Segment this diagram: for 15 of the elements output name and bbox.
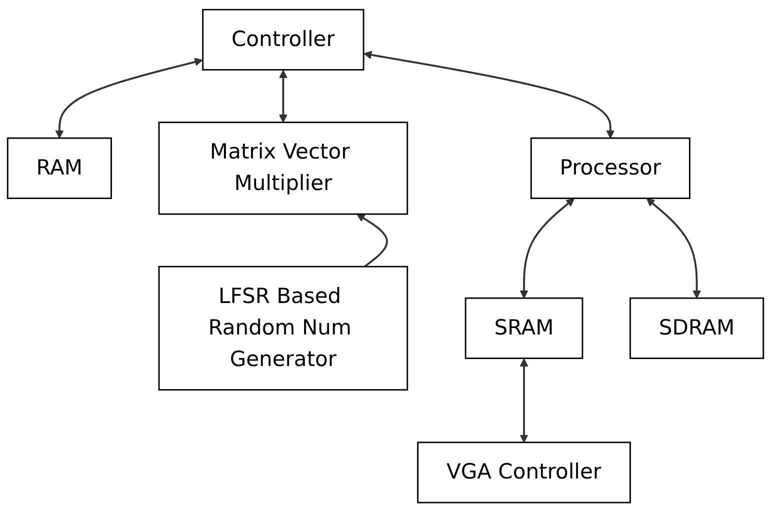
arrow (364, 51, 615, 139)
node-box: RAM (6, 138, 112, 200)
node-box: SDRAM (630, 298, 764, 360)
arrow (55, 58, 203, 139)
node-box: LFSR Based Random Num Generator (158, 266, 408, 391)
node-box: Processor (530, 138, 690, 200)
node-box: SRAM (464, 298, 584, 360)
node-box: VGA Controller (417, 442, 631, 504)
node-box: Controller (202, 9, 364, 71)
arrow (646, 198, 701, 299)
arrow (520, 198, 574, 299)
arrow (520, 358, 528, 444)
arrow (279, 70, 288, 124)
arrow (356, 214, 388, 268)
node-box: Matrix Vector Multiplier (158, 122, 408, 216)
